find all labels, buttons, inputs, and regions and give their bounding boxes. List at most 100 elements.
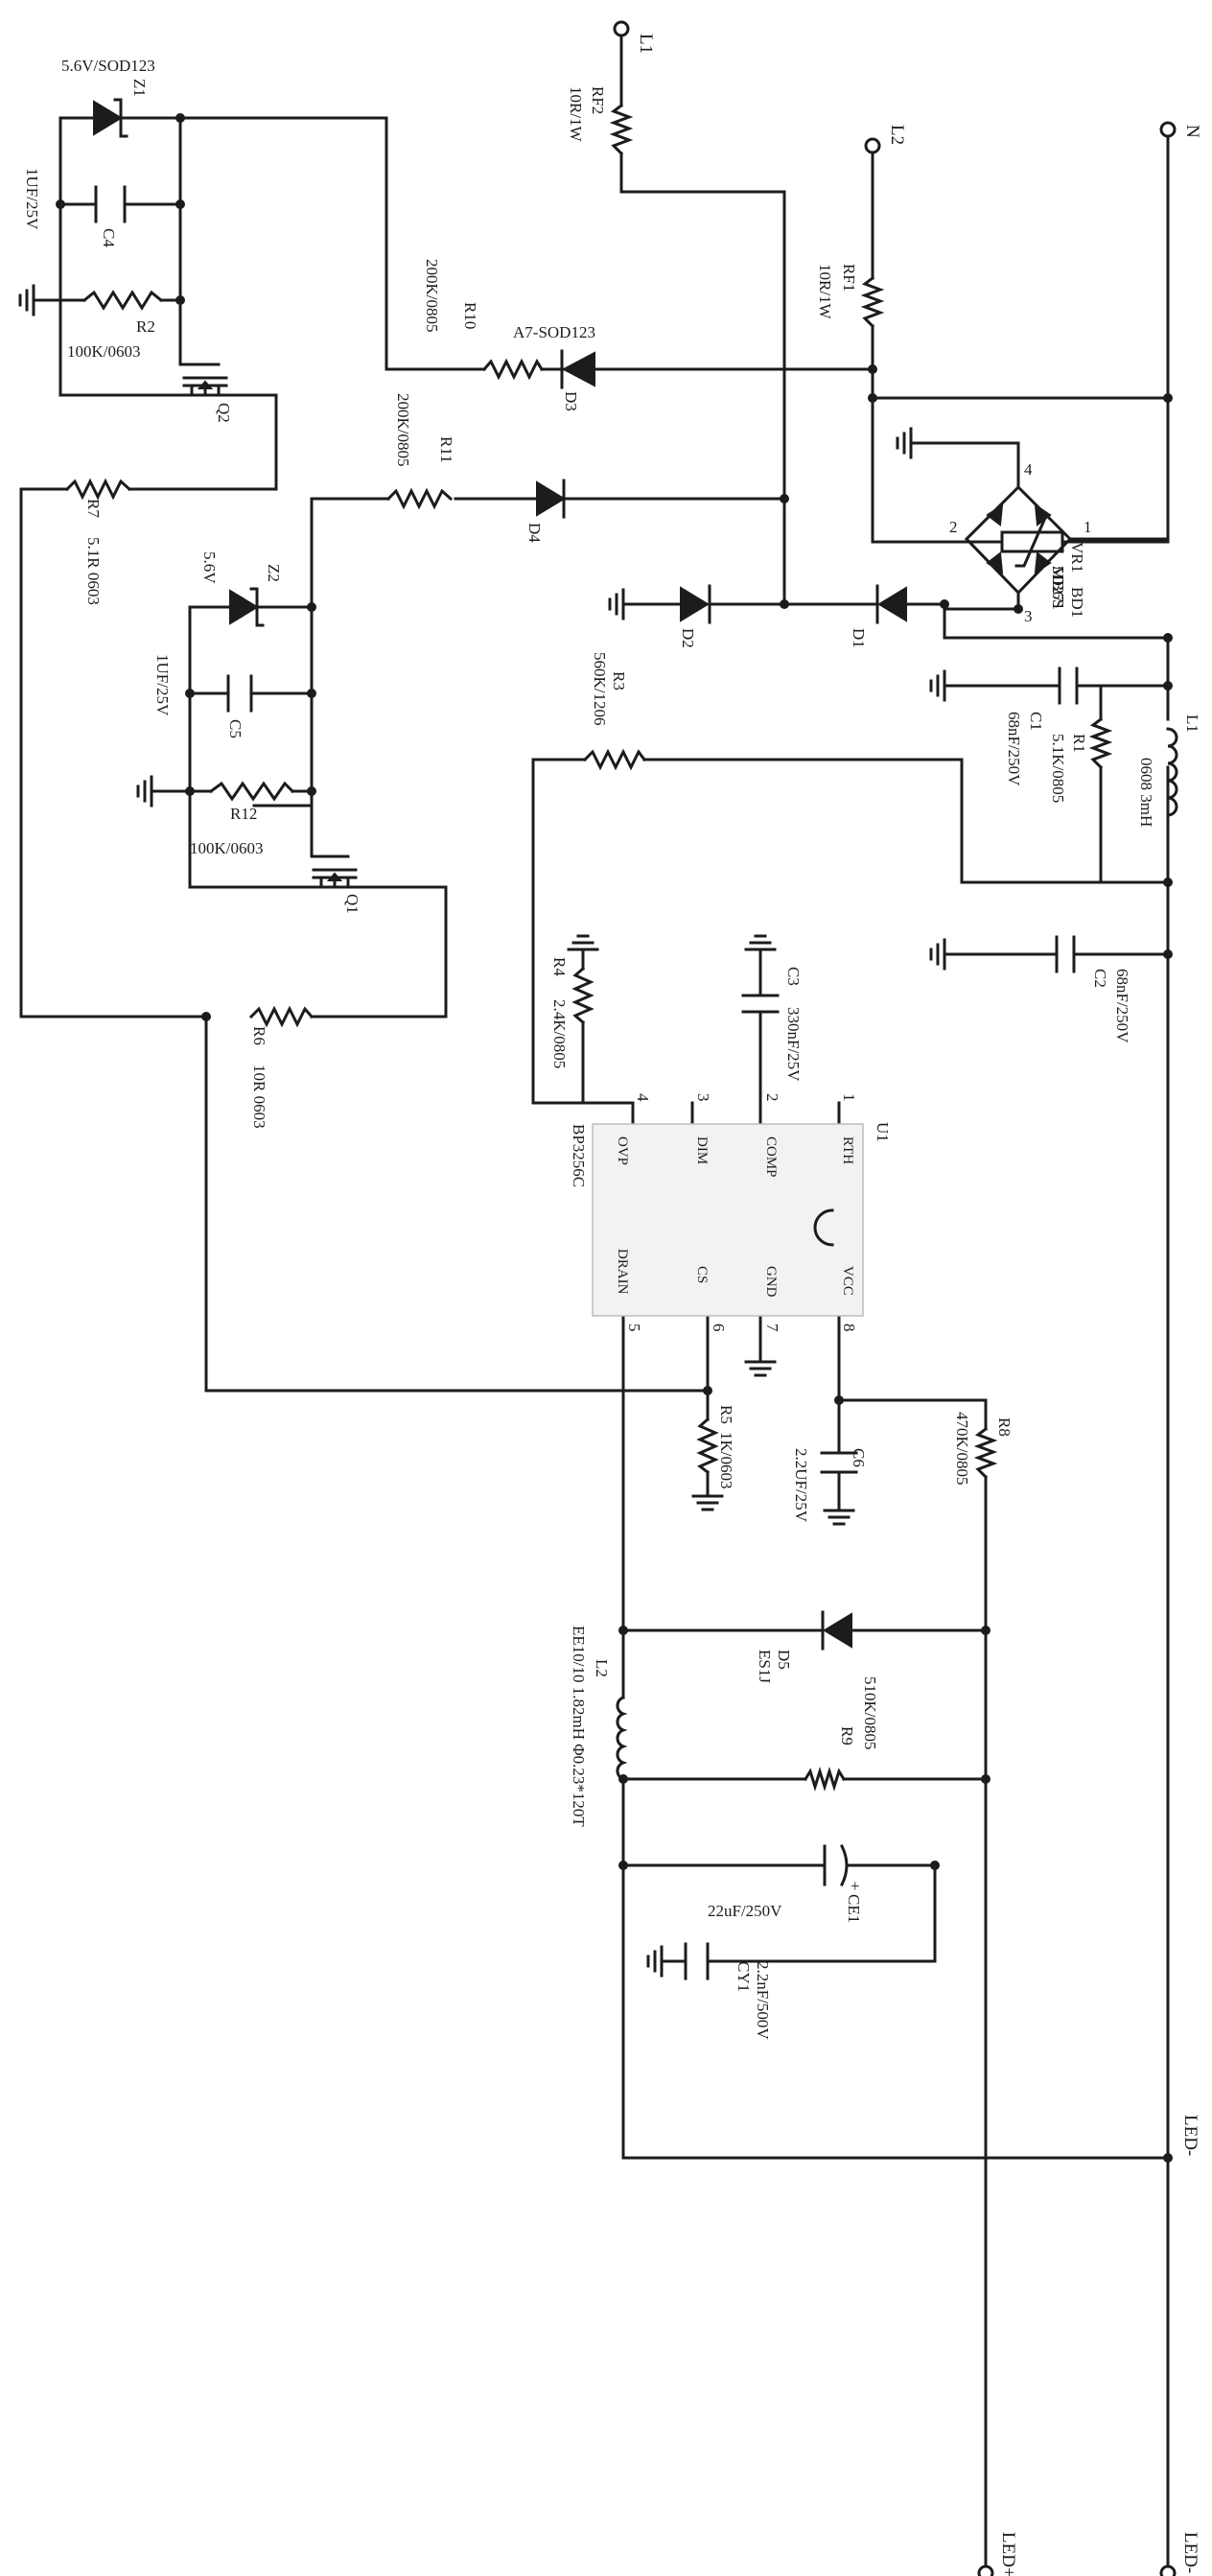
- capacitor-ce1[interactable]: + CE1 22uF/250V: [708, 1843, 863, 1923]
- svg-text:L1: L1: [1183, 714, 1201, 733]
- diode-d3[interactable]: A7-SOD123 D3: [513, 323, 595, 411]
- svg-text:200K/0805: 200K/0805: [423, 259, 441, 333]
- svg-text:7: 7: [763, 1323, 781, 1332]
- svg-text:5.6V/SOD123: 5.6V/SOD123: [61, 57, 155, 75]
- terminal-l2[interactable]: L2: [864, 125, 907, 154]
- svg-text:R8: R8: [995, 1417, 1014, 1437]
- svg-text:C6: C6: [850, 1448, 868, 1467]
- zener-z1[interactable]: 5.6V/SOD123 Z1: [61, 57, 182, 138]
- svg-text:Q2: Q2: [215, 403, 233, 423]
- svg-text:22uF/250V: 22uF/250V: [708, 1902, 782, 1920]
- ground-icon-c3: [744, 934, 777, 951]
- zener-z2[interactable]: Z2 5.6V: [200, 551, 314, 627]
- inductor-l1[interactable]: L1 0608 3mH: [1137, 714, 1201, 827]
- capacitor-c4[interactable]: C4 1UF/25V: [23, 168, 127, 247]
- svg-text:5.6V: 5.6V: [200, 551, 219, 584]
- ground-icon-d2: [608, 588, 625, 621]
- mosfet-q2[interactable]: Q2: [169, 363, 240, 423]
- svg-text:R2: R2: [136, 317, 155, 336]
- svg-text:GND: GND: [763, 1266, 779, 1298]
- capacitor-c5[interactable]: C5 1UF/25V: [153, 654, 253, 738]
- svg-text:D3: D3: [562, 391, 580, 411]
- svg-text:DIM: DIM: [694, 1136, 710, 1164]
- ground-icon-c2: [929, 938, 946, 971]
- resistor-r10[interactable]: R10 200K/0805: [423, 259, 545, 381]
- resistor-r9[interactable]: R9 510K/0805: [803, 1676, 879, 1792]
- svg-text:C2: C2: [1091, 969, 1109, 988]
- svg-text:4: 4: [1024, 460, 1033, 479]
- resistor-r5[interactable]: R5 1K/0603: [696, 1405, 735, 1489]
- resistor-r6[interactable]: R6 10R 0603: [248, 1005, 315, 1129]
- svg-text:5.1K/0805: 5.1K/0805: [1049, 734, 1067, 803]
- svg-text:R3: R3: [610, 671, 628, 691]
- terminal-n[interactable]: N: [1159, 121, 1202, 138]
- svg-text:D2: D2: [679, 628, 697, 648]
- resistor-rf2[interactable]: RF2 10R/1W: [567, 86, 634, 156]
- svg-text:5: 5: [625, 1323, 643, 1332]
- resistor-r8[interactable]: R8 470K/0805: [953, 1412, 1014, 1486]
- ground-icon-r5: [691, 1494, 724, 1511]
- ic-u1[interactable]: U1 BP3256C RTH COMP DIM OVP VCC GND CS D…: [570, 1093, 892, 1332]
- svg-text:1UF/25V: 1UF/25V: [23, 168, 41, 230]
- resistor-r3[interactable]: R3 560K/1206: [582, 652, 647, 771]
- resistor-r7[interactable]: R7 5.1R 0603: [64, 478, 132, 605]
- diode-d5[interactable]: D5 ES1J: [756, 1610, 852, 1683]
- terminal-led-minus[interactable]: LED-: [1159, 2532, 1200, 2576]
- terminal-led-plus[interactable]: LED+: [977, 2532, 1018, 2576]
- varistor-vr1[interactable]: VR1 5D271: [1000, 516, 1086, 610]
- svg-text:L2: L2: [593, 1659, 611, 1677]
- svg-text:10R 0603: 10R 0603: [250, 1065, 268, 1129]
- svg-text:10R/1W: 10R/1W: [816, 264, 834, 320]
- capacitor-c2[interactable]: C2 68nF/250V: [943, 935, 1131, 1043]
- capacitor-c1[interactable]: C1 68nF/250V: [943, 667, 1079, 786]
- svg-text:470K/0805: 470K/0805: [953, 1412, 971, 1486]
- svg-text:D5: D5: [775, 1650, 793, 1670]
- svg-text:C5: C5: [226, 719, 245, 738]
- resistor-r11[interactable]: R11 200K/0805: [385, 393, 455, 510]
- capacitor-cy1[interactable]: CY1 2.2nF/500V: [684, 1942, 772, 2040]
- diode-d2[interactable]: D2: [679, 584, 729, 648]
- inductor-l2[interactable]: L2 EE10/10 1.82mH Φ0.23*120T: [570, 1626, 628, 1827]
- svg-text:RF2: RF2: [589, 86, 607, 114]
- svg-text:COMP: COMP: [763, 1136, 779, 1178]
- ground-icon-c6: [823, 1509, 855, 1526]
- resistor-r12[interactable]: R12 100K/0603: [190, 781, 295, 857]
- svg-text:2.4K/0805: 2.4K/0805: [550, 999, 569, 1068]
- capacitor-c3[interactable]: C3 330nF/25V: [741, 967, 803, 1082]
- svg-text:L1: L1: [636, 34, 656, 54]
- resistor-r1[interactable]: R1 5.1K/0805: [1049, 716, 1113, 803]
- mosfet-q1[interactable]: Q1: [295, 855, 366, 914]
- diode-d1[interactable]: D1: [850, 584, 907, 648]
- capacitor-c6[interactable]: C6 2.2UF/25V: [792, 1448, 868, 1523]
- ground-icon-vr1: [896, 427, 1020, 459]
- svg-text:R6: R6: [250, 1026, 268, 1045]
- svg-text:1K/0603: 1K/0603: [717, 1432, 735, 1489]
- terminal-l1[interactable]: L1: [613, 20, 656, 54]
- svg-text:3: 3: [1024, 607, 1033, 625]
- svg-text:R10: R10: [461, 302, 479, 329]
- svg-text:2.2nF/500V: 2.2nF/500V: [754, 1961, 772, 2040]
- svg-text:8: 8: [840, 1323, 858, 1332]
- svg-text:560K/1206: 560K/1206: [591, 652, 609, 726]
- svg-text:L2: L2: [887, 125, 907, 145]
- svg-text:+: +: [851, 1877, 860, 1895]
- svg-text:CE1: CE1: [845, 1894, 863, 1923]
- diode-d4[interactable]: D4: [506, 479, 566, 543]
- bridge-rectifier-bd1[interactable]: 4 2 1 3 BD1 MB6S: [871, 441, 1170, 625]
- svg-text:510K/0805: 510K/0805: [861, 1676, 879, 1750]
- resistor-rf1[interactable]: RF1 10R/1W: [816, 264, 885, 329]
- junction-dots: [56, 113, 1173, 2163]
- svg-text:68nF/250V: 68nF/250V: [1113, 969, 1131, 1043]
- ground-icon-r4: [567, 934, 599, 951]
- svg-text:DRAIN: DRAIN: [615, 1249, 630, 1295]
- resistor-r2[interactable]: R2 100K/0603: [67, 290, 164, 361]
- svg-text:RTH: RTH: [840, 1136, 855, 1164]
- svg-text:100K/0603: 100K/0603: [67, 342, 141, 361]
- svg-text:BP3256C: BP3256C: [570, 1124, 588, 1187]
- svg-text:U1: U1: [874, 1122, 892, 1142]
- svg-text:CY1: CY1: [734, 1961, 753, 1992]
- svg-text:N: N: [1182, 125, 1202, 138]
- svg-text:C4: C4: [100, 228, 118, 247]
- resistor-r4[interactable]: R4 2.4K/0805: [550, 957, 594, 1068]
